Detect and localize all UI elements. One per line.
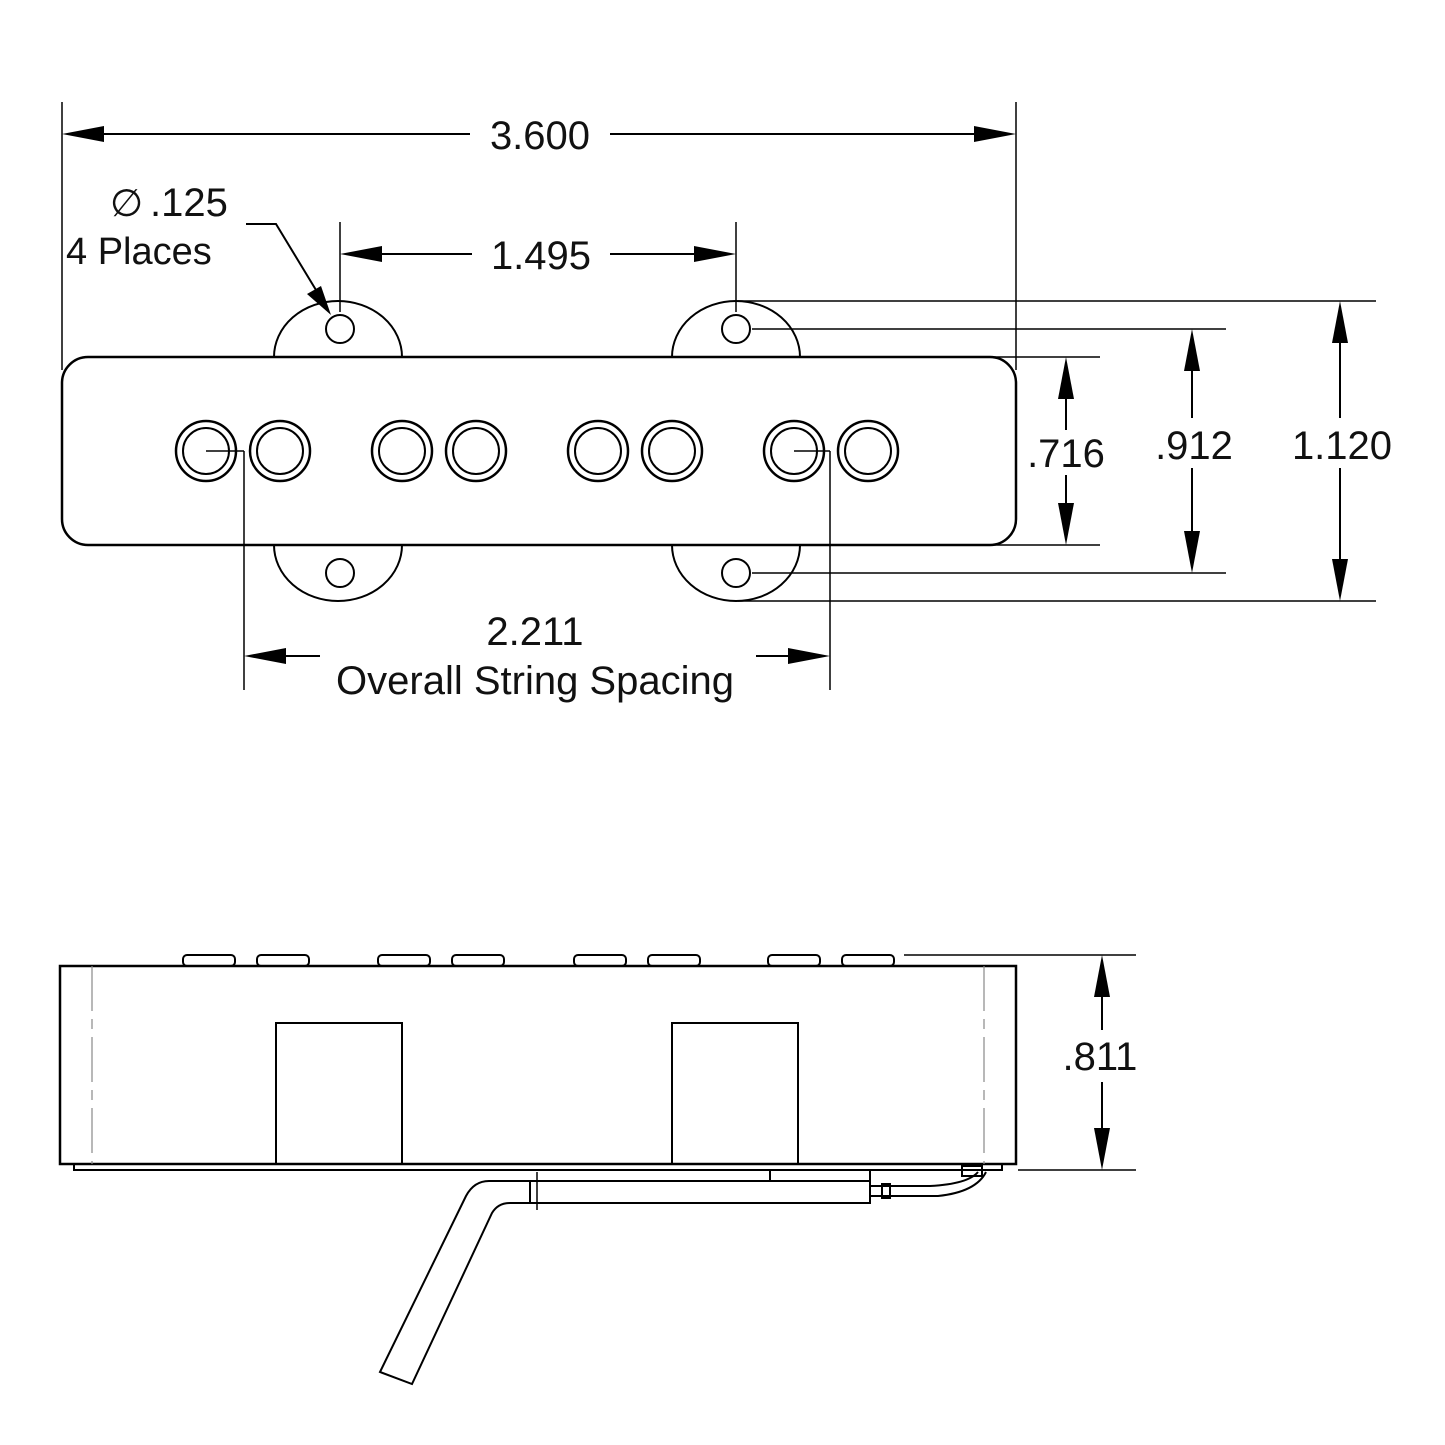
mounting-hole-spacing-label: 1.495 <box>491 234 591 278</box>
dimension-side-height: .811 <box>904 954 1138 1171</box>
mounting-hole <box>721 558 751 588</box>
dimension-string-spacing: 2.211 Overall String Spacing <box>206 450 831 703</box>
dimension-hole-center-distance: .912 <box>752 328 1233 574</box>
mounting-hole <box>325 314 355 344</box>
body-width-label: .716 <box>1027 432 1105 476</box>
dimension-body-width: .716 <box>994 356 1105 546</box>
pole-piece <box>248 419 312 483</box>
side-pole-tops <box>182 954 895 967</box>
string-spacing-note: Overall String Spacing <box>336 659 734 703</box>
pole-piece <box>444 419 508 483</box>
base-plate <box>73 1164 1003 1171</box>
top-view: 3.600 ∅ .125 4 Places 1.495 <box>60 102 1392 703</box>
pickup-body-top <box>60 355 1018 547</box>
mounting-tab-left <box>275 1022 403 1165</box>
overall-width-label: 1.120 <box>1292 424 1392 468</box>
mounting-hole <box>325 558 355 588</box>
wiring <box>378 1165 987 1386</box>
pole-piece <box>566 419 630 483</box>
pickup-body-side <box>58 964 1018 1166</box>
dimension-mounting-hole-spacing: 1.495 <box>339 222 737 312</box>
side-view: .811 <box>58 954 1138 1386</box>
mounting-tab-right <box>671 1022 799 1165</box>
mounting-hole <box>721 314 751 344</box>
dimension-overall-length: 3.600 <box>61 102 1017 370</box>
lead-cable <box>378 1180 530 1386</box>
side-height-label: .811 <box>1063 1035 1138 1079</box>
string-spacing-label: 2.211 <box>486 610 583 654</box>
diameter-symbol: ∅ <box>110 183 143 225</box>
pole-piece <box>640 419 704 483</box>
hole-center-distance-label: .912 <box>1155 424 1233 468</box>
dimension-hole-diameter: ∅ .125 4 Places <box>66 181 331 315</box>
hole-count-note: 4 Places <box>66 231 212 273</box>
hole-diameter-label: .125 <box>150 181 228 225</box>
overall-length-label: 3.600 <box>490 114 590 158</box>
pole-piece <box>370 419 434 483</box>
pole-piece <box>836 419 900 483</box>
mounting-holes <box>325 314 751 588</box>
dimension-overall-width: 1.120 <box>738 300 1392 602</box>
